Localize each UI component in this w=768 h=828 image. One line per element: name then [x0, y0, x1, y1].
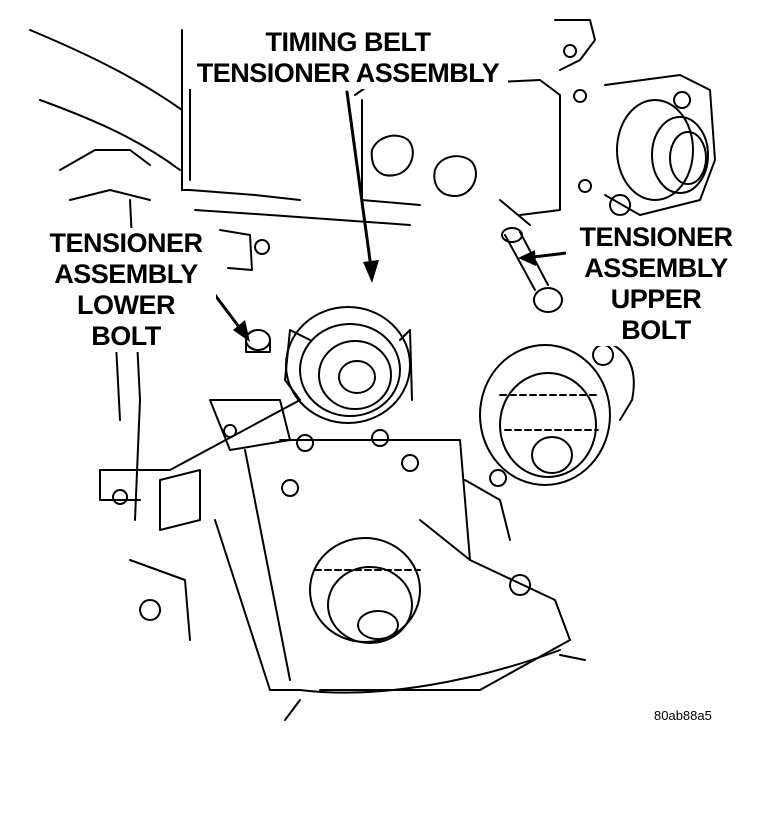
tensioner-upper-bolt-label: TENSIONER ASSEMBLY UPPER BOLT: [566, 222, 746, 346]
coolant-outlet: [604, 74, 716, 216]
upper-bolt: [501, 227, 563, 313]
timing-belt-leader: [345, 90, 374, 277]
oil-pump-housing: [279, 429, 571, 691]
mounting-bracket: [99, 399, 301, 691]
lower-bolt-arrowhead: [233, 320, 250, 342]
upper-bolt-arrowhead: [518, 250, 536, 266]
arrow-heads: [233, 250, 536, 342]
oil-pan-outline: [284, 649, 586, 721]
figure-id: 80ab88a5: [654, 708, 712, 723]
timing-belt-tensioner-label: TIMING BELT TENSIONER ASSEMBLY: [188, 27, 508, 89]
lower-bolt: [245, 329, 271, 353]
camshaft-sprocket: [479, 339, 635, 486]
tensioner-pulley: [284, 306, 413, 424]
timing-belt-arrowhead: [363, 260, 379, 283]
tensioner-lower-bolt-label: TENSIONER ASSEMBLY LOWER BOLT: [36, 228, 216, 352]
crankshaft-sprocket: [309, 537, 421, 644]
